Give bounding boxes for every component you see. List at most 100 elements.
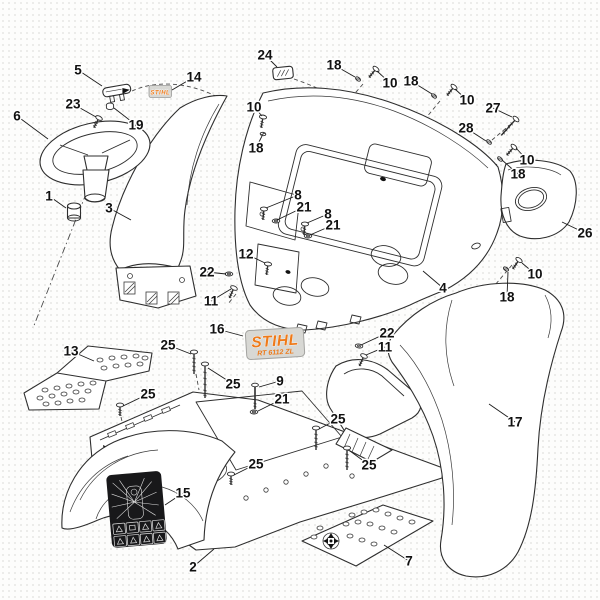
part-callout-22: 22 <box>379 326 394 341</box>
screw-10 <box>365 64 381 81</box>
callout-leader-7 <box>383 544 410 562</box>
screw-25 <box>115 402 125 417</box>
callout-leader-26 <box>561 221 586 234</box>
part-callout-11: 11 <box>378 340 393 355</box>
part-callout-1: 1 <box>45 189 53 204</box>
screw-10 <box>509 255 524 272</box>
alignment-dot <box>380 176 386 182</box>
part-callout-6: 6 <box>13 109 21 124</box>
washer-18 <box>354 75 362 83</box>
part-callout-9: 9 <box>276 374 284 389</box>
callout-leader-10 <box>515 147 528 161</box>
model-label-brand-text: STIHL <box>251 332 299 352</box>
part-callout-10: 10 <box>246 100 261 115</box>
callout-leader-10 <box>253 106 263 117</box>
part-callout-3: 3 <box>105 201 113 216</box>
part-callout-11: 11 <box>204 294 219 309</box>
storage-bin <box>277 144 443 267</box>
part-callout-23: 23 <box>65 97 81 112</box>
part-callout-24: 24 <box>257 48 273 63</box>
callout-leader-4 <box>422 270 444 289</box>
callout-leader-25 <box>122 393 149 407</box>
stihl-model-label: STIHL RT 6112 ZL <box>244 326 306 361</box>
part-callout-18: 18 <box>248 141 264 156</box>
part-callout-25: 25 <box>330 412 346 427</box>
callout-leader-9 <box>258 380 281 388</box>
cover-plug <box>272 65 294 81</box>
callout-leader-17 <box>488 403 516 423</box>
part-callout-27: 27 <box>485 101 500 116</box>
part-callout-13: 13 <box>63 344 79 359</box>
part-callout-21: 21 <box>325 218 341 233</box>
right-fender <box>387 282 565 578</box>
part-callout-25: 25 <box>140 387 156 402</box>
part-callout-8: 8 <box>294 188 302 203</box>
alignment-dot <box>285 270 291 274</box>
bracket-hatch <box>123 281 180 305</box>
part-callout-8: 8 <box>324 207 332 222</box>
main-body-console <box>234 87 504 334</box>
part-callout-10: 10 <box>519 153 534 168</box>
part-callout-10: 10 <box>459 93 474 108</box>
part-callout-18: 18 <box>403 74 419 89</box>
callout-leader-25 <box>167 344 192 355</box>
warning-label <box>106 471 167 548</box>
steering-wheel <box>39 120 151 203</box>
part-callout-17: 17 <box>507 415 522 430</box>
part-callout-25: 25 <box>361 458 377 473</box>
callout-leader-10 <box>376 70 391 84</box>
callout-leader-8 <box>306 213 329 224</box>
part-callout-2: 2 <box>189 560 197 575</box>
screw-10 <box>443 82 459 99</box>
callout-leader-25 <box>207 367 234 385</box>
model-label-model-text: RT 6112 ZL <box>257 348 294 357</box>
warning-diagram-lines <box>111 478 159 519</box>
left-foot-plate <box>23 345 153 411</box>
part-callout-25: 25 <box>225 377 241 392</box>
control-lever <box>102 83 132 103</box>
callout-leader-25 <box>233 463 257 476</box>
steering-bushing <box>66 202 82 222</box>
nut-19 <box>105 102 115 111</box>
callout-leader-11 <box>210 288 232 302</box>
part-callout-14: 14 <box>186 70 202 85</box>
callout-leader-10 <box>454 88 468 101</box>
part-callout-18: 18 <box>326 58 342 73</box>
callout-leader-12 <box>245 253 266 264</box>
callout-leader-18 <box>410 80 433 95</box>
callout-leader-23 <box>72 103 97 118</box>
mini-stihl-label: STIHL <box>148 85 172 98</box>
screw-10 <box>503 142 519 159</box>
plate-hub-detail <box>322 532 340 550</box>
part-callout-16: 16 <box>209 322 225 337</box>
screw-25 <box>189 349 199 375</box>
callout-leader-27 <box>492 107 513 118</box>
part-callout-21: 21 <box>274 392 290 407</box>
washer-28 <box>485 138 493 146</box>
callout-leader-2 <box>192 548 215 568</box>
washer-21 <box>249 409 259 415</box>
callout-leader-21 <box>276 206 305 221</box>
part-callout-12: 12 <box>238 247 253 262</box>
washer-18 <box>502 265 510 273</box>
part-callout-10: 10 <box>527 267 542 282</box>
washer-22 <box>224 271 234 277</box>
callout-leader-25 <box>349 450 370 466</box>
callout-leader-18 <box>506 271 509 298</box>
callout-leader-5 <box>77 69 103 87</box>
part-callout-22: 22 <box>199 265 214 280</box>
callout-leader-16 <box>216 328 244 337</box>
callout-leader-15 <box>164 492 184 506</box>
part-callout-10: 10 <box>382 76 397 91</box>
part-callout-28: 28 <box>458 121 474 136</box>
dash-side-panel <box>109 94 228 309</box>
callout-leader-24 <box>264 54 278 68</box>
callout-leader-18 <box>333 64 356 78</box>
part-callout-5: 5 <box>74 63 82 78</box>
part-callout-25: 25 <box>160 338 176 353</box>
storage-pocket <box>500 159 577 240</box>
mini-label-brand-text: STIHL <box>150 90 170 96</box>
right-foot-plate <box>301 504 434 567</box>
